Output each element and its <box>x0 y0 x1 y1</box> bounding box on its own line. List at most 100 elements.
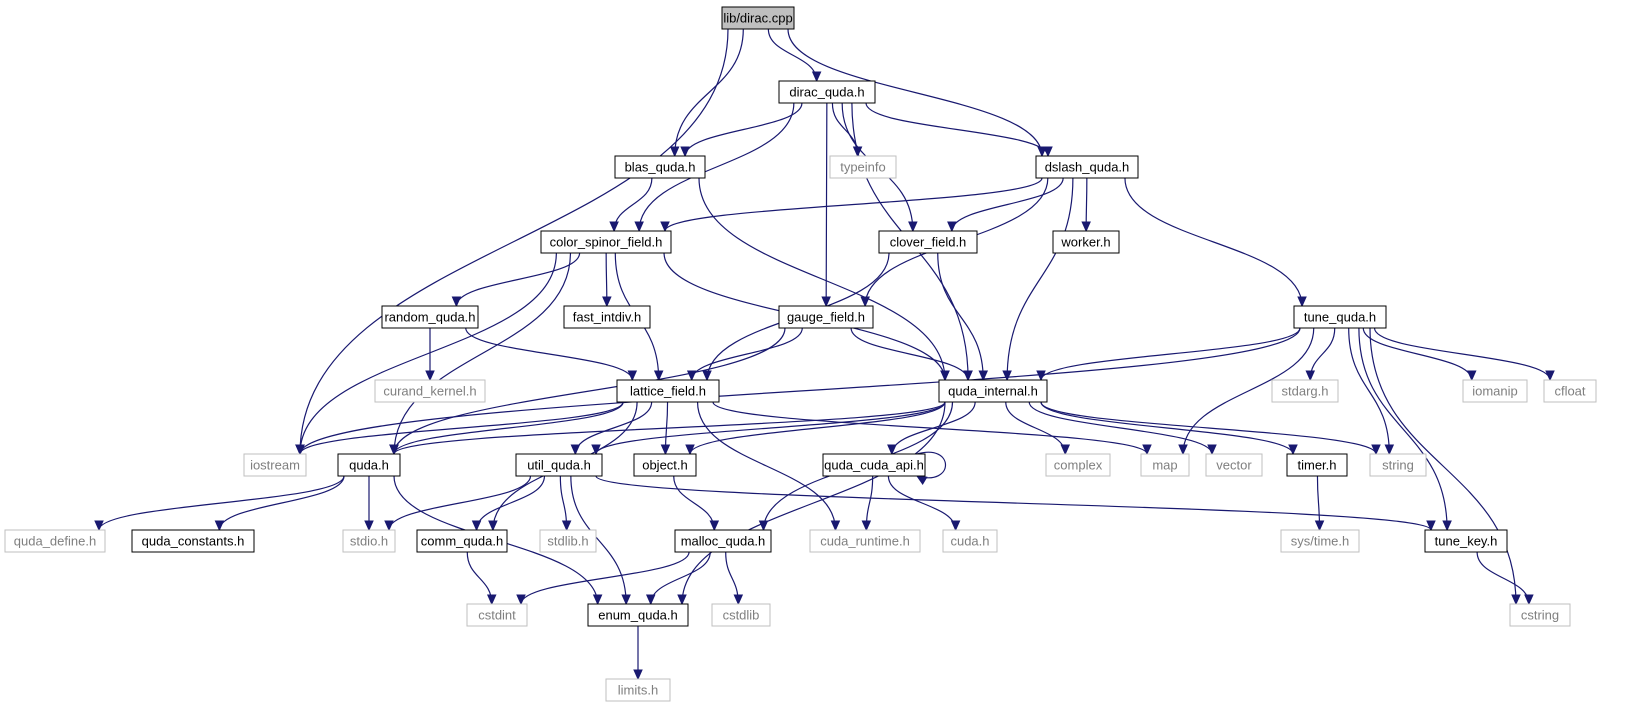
edge-quda_internal-to-complex <box>1005 401 1071 456</box>
node-cuda-runtime: cuda_runtime.h <box>809 529 921 553</box>
node-stdio: stdio.h <box>342 529 396 553</box>
node-label: fast_intdiv.h <box>573 310 641 325</box>
edge-dslash_quda-to-clover_field <box>947 177 1064 233</box>
edge-timer_h-to-sys_time <box>1314 475 1325 532</box>
edge-arrowhead <box>1297 296 1307 308</box>
edge-arrowhead <box>660 444 671 456</box>
node-util-quda[interactable]: util_quda.h <box>515 453 603 477</box>
edge-quda_internal-to-util_quda <box>591 401 946 456</box>
node-random-quda[interactable]: random_quda.h <box>381 305 479 329</box>
node-quda-h[interactable]: quda.h <box>337 453 401 477</box>
node-box <box>540 230 672 254</box>
node-enum-quda[interactable]: enum_quda.h <box>587 603 689 627</box>
node-box <box>1140 453 1190 477</box>
edge-dirac_quda-to-color_spinor_field <box>634 102 795 233</box>
node-color-spinor-field[interactable]: color_spinor_field.h <box>540 230 672 254</box>
edge-arrowhead <box>384 520 394 532</box>
node-dslash-quda[interactable]: dslash_quda.h <box>1035 155 1139 179</box>
node-label: blas_quda.h <box>625 160 696 175</box>
node-box <box>342 529 396 553</box>
node-box <box>938 379 1048 403</box>
node-label: lib/dirac.cpp <box>723 11 792 26</box>
edge-arrowhead <box>1142 444 1152 456</box>
node-box <box>711 603 771 627</box>
edge-arrowhead <box>860 296 870 308</box>
node-label: vector <box>1216 458 1252 473</box>
edge-util_quda-to-enum_quda <box>570 475 631 606</box>
node-fast-intdiv[interactable]: fast_intdiv.h <box>563 305 651 329</box>
edge-arrowhead <box>1178 444 1188 456</box>
node-dirac-cpp[interactable]: lib/dirac.cpp <box>721 6 795 30</box>
node-malloc-quda[interactable]: malloc_quda.h <box>674 529 772 553</box>
node-lattice-field[interactable]: lattice_field.h <box>616 379 720 403</box>
edge-arrowhead <box>821 296 831 308</box>
node-box <box>633 453 697 477</box>
edge-random_quda-to-lattice_field <box>465 327 638 382</box>
edge-quda_h-to-stdio <box>364 476 374 532</box>
node-box <box>674 529 772 553</box>
node-blas-quda[interactable]: blas_quda.h <box>614 155 706 179</box>
edge-arrowhead <box>861 520 872 532</box>
node-label: quda_define.h <box>14 534 96 549</box>
edge-dirac_quda-to-dslash_quda <box>865 102 1053 158</box>
edge-arrowhead <box>963 370 973 382</box>
node-label: cstring <box>1521 608 1559 623</box>
node-box <box>466 603 528 627</box>
edge-util_quda-to-tune_key <box>595 475 1436 532</box>
node-box <box>616 379 720 403</box>
edge-tune_quda-to-cfloat <box>1373 327 1555 382</box>
node-map: map <box>1140 453 1190 477</box>
edge-tune_quda-to-cstring <box>1369 327 1521 606</box>
edge-dirac_cpp-to-blas_quda <box>669 28 744 158</box>
edge-arrowhead <box>653 370 664 382</box>
edge-dirac_quda-to-gauge_field <box>821 102 831 308</box>
edge-clover_field-to-quda_internal <box>937 252 989 382</box>
node-box <box>1286 453 1348 477</box>
node-label: limits.h <box>618 683 658 698</box>
edge-arrowhead <box>561 520 572 532</box>
edge-arrowhead <box>1002 370 1012 382</box>
node-worker[interactable]: worker.h <box>1052 230 1120 254</box>
node-gauge-field[interactable]: gauge_field.h <box>778 305 874 329</box>
node-quda-internal[interactable]: quda_internal.h <box>938 379 1048 403</box>
edge-dslash_quda-to-tune_quda <box>1124 177 1307 308</box>
node-box <box>1035 155 1139 179</box>
node-tune-quda[interactable]: tune_quda.h <box>1293 305 1387 329</box>
node-clover-field[interactable]: clover_field.h <box>878 230 978 254</box>
node-label: complex <box>1054 458 1103 473</box>
edge-arrowhead <box>621 594 631 606</box>
edge-arrowhead <box>686 370 697 382</box>
edge-util_quda-to-comm_quda <box>471 475 546 532</box>
edge-arrowhead <box>915 475 928 485</box>
node-string: string <box>1369 453 1427 477</box>
node-box <box>416 529 508 553</box>
node-label: color_spinor_field.h <box>550 235 663 250</box>
node-tune-key[interactable]: tune_key.h <box>1424 529 1508 553</box>
edge-arrowhead <box>451 296 462 308</box>
node-label: quda_internal.h <box>948 384 1038 399</box>
node-label: util_quda.h <box>527 458 591 473</box>
edge-quda_internal-to-string <box>1040 401 1381 456</box>
node-box <box>809 529 921 553</box>
node-quda-constants[interactable]: quda_constants.h <box>131 529 255 553</box>
node-box <box>381 305 479 329</box>
edge-arrowhead <box>1207 444 1217 456</box>
edge-arrowhead <box>811 71 822 83</box>
edge-quda_internal-to-quda_h <box>389 401 946 456</box>
edge-dslash_quda-to-quda_internal <box>1002 177 1074 382</box>
node-quda-cuda-api[interactable]: quda_cuda_api.h <box>822 453 926 477</box>
edge-quda_internal-to-enum_quda <box>677 401 946 606</box>
node-object-h[interactable]: object.h <box>633 453 697 477</box>
node-label: quda_cuda_api.h <box>824 458 924 473</box>
node-dirac-quda[interactable]: dirac_quda.h <box>778 80 876 104</box>
node-limits: limits.h <box>605 678 671 702</box>
node-box <box>1509 603 1571 627</box>
node-box <box>605 678 671 702</box>
edge-arrowhead <box>1511 594 1521 606</box>
node-label: cfloat <box>1554 384 1585 399</box>
edge-arrowhead <box>709 520 720 532</box>
node-box <box>243 453 307 477</box>
node-comm-quda[interactable]: comm_quda.h <box>416 529 508 553</box>
node-sys-time: sys/time.h <box>1280 529 1360 553</box>
node-timer-h[interactable]: timer.h <box>1286 453 1348 477</box>
